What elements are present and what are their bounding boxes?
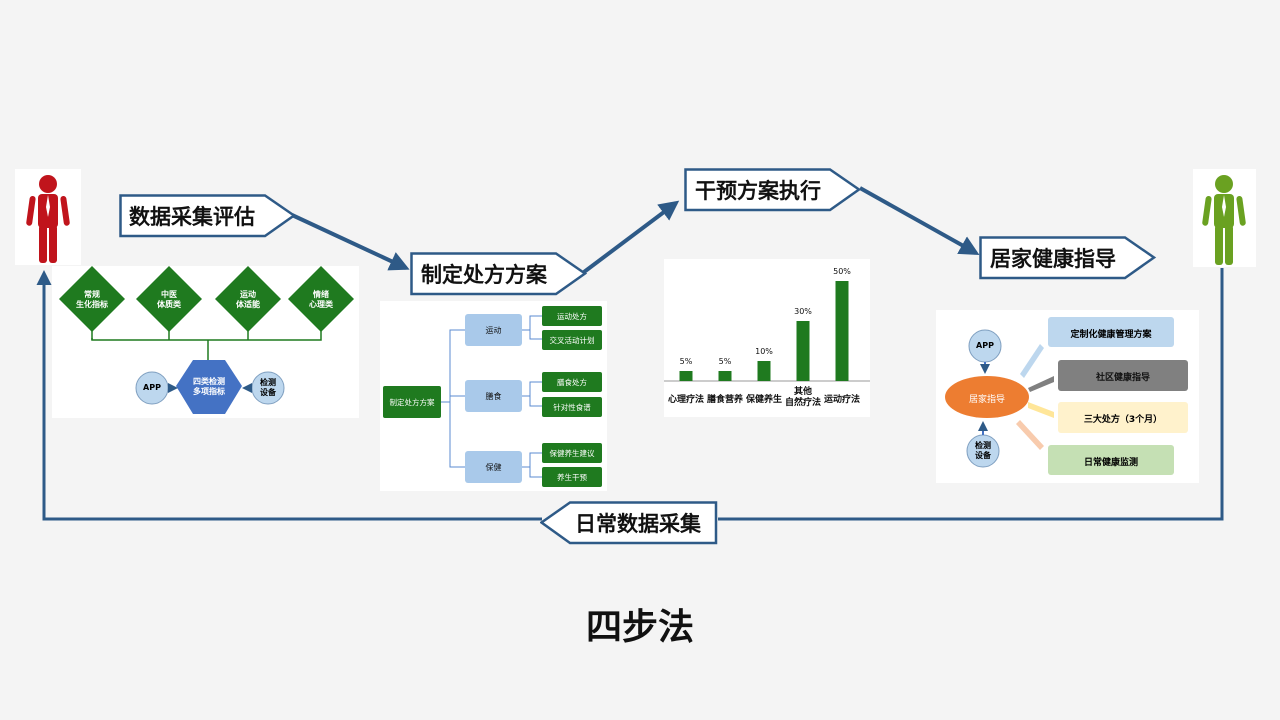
- leaf-item: 膳食处方: [557, 378, 587, 387]
- bar: [796, 321, 810, 381]
- tag-prescribe-shape: [410, 252, 588, 296]
- guide-item: 日常健康监测: [1083, 458, 1138, 468]
- branch-exercise: 运动: [485, 326, 502, 335]
- diamond-psych: 情绪 心理类: [309, 290, 333, 309]
- bar-value-label: 5%: [718, 357, 732, 366]
- tag-collect-shape: [119, 194, 297, 238]
- diamond-tcm: 中医 体质类: [157, 290, 181, 309]
- person-red-icon: [26, 175, 70, 263]
- arrow-daily-loop-right: [718, 268, 1224, 521]
- step-prescribe-label: 制定处方方案: [421, 263, 547, 287]
- category-label: 膳食营养: [706, 395, 743, 405]
- bar-chart: [664, 281, 870, 382]
- diamond-shape: [288, 266, 354, 332]
- bar-value-label: 50%: [833, 267, 851, 276]
- guide-device-label: 检测 设备: [975, 441, 991, 460]
- step-execute-label: 干预方案执行: [695, 179, 821, 203]
- bar: [679, 371, 693, 381]
- bar-value-label: 5%: [679, 357, 693, 366]
- arrow-execute-to-guide: [859, 186, 980, 255]
- device-circle-label: 检测 设备: [260, 378, 276, 397]
- branch-health: 保健: [485, 463, 502, 472]
- diamond-shape: [215, 266, 281, 332]
- panel-collect: 常规 生化指标 中医 体质类 运动 体适能 情绪 心理类 四类检测 多项指标 A…: [52, 266, 359, 418]
- tree-root: 制定处方方案: [389, 398, 435, 407]
- guide-app-label: APP: [976, 341, 994, 350]
- center-indicators: 四类检测 多项指标: [193, 377, 225, 396]
- branch-diet: 膳食: [485, 392, 502, 401]
- panel-prescribe: 制定处方方案 运动 膳食 保健 运动处方 交叉活动计划 膳食处方 针对性食谱 保…: [380, 301, 607, 491]
- diamond-shape: [59, 266, 125, 332]
- diamond-biochem: 常规 生化指标: [76, 290, 108, 309]
- bar-value-label: 30%: [794, 307, 812, 316]
- panel-execute-chart: 5% 心理疗法 5% 膳食营养 10% 保健养生 30% 其他 自然疗法 50% 运动疗法: [664, 259, 870, 417]
- center-hexagon-shape: [176, 360, 242, 414]
- leaf-item: 运动处方: [557, 312, 587, 321]
- diamond-fitness: 运动 体适能: [236, 290, 260, 309]
- category-label: 运动疗法: [823, 395, 860, 405]
- panel-guide: APP 检测 设备 居家指导 定制化健康管理方案 社区健康指导 三大处方（3个月…: [936, 310, 1199, 483]
- leaf-item: 针对性食谱: [553, 403, 591, 412]
- guide-center-label: 居家指导: [968, 395, 1005, 405]
- bar-value-label: 10%: [755, 347, 773, 356]
- tag-guide-shape: [979, 236, 1157, 280]
- arrow-prescribe-to-execute: [582, 200, 680, 274]
- category-label: 其他 自然疗法: [784, 387, 821, 408]
- guide-item: 定制化健康管理方案: [1070, 330, 1152, 340]
- person-end-card: [1193, 169, 1256, 267]
- app-circle-label: APP: [143, 383, 161, 392]
- page-title: 四步法: [585, 607, 694, 648]
- person-start-card: [15, 169, 81, 265]
- leaf-item: 保健养生建议: [549, 449, 595, 458]
- arrow-collect-to-prescribe: [291, 213, 410, 271]
- tag-execute-shape: [684, 168, 862, 212]
- step-collect-label: 数据采集评估: [129, 205, 255, 229]
- guide-item: 三大处方（3个月）: [1083, 415, 1163, 425]
- category-label: 保健养生: [745, 395, 782, 405]
- bar: [835, 281, 849, 381]
- leaf-item: 交叉活动计划: [549, 336, 595, 345]
- bar: [757, 361, 771, 381]
- step-guide-label: 居家健康指导: [990, 247, 1116, 271]
- person-green-icon: [1202, 175, 1246, 265]
- tag-daily-shape: [540, 501, 718, 545]
- guide-item: 社区健康指导: [1095, 373, 1150, 383]
- category-label: 心理疗法: [667, 395, 704, 405]
- diamond-shape: [136, 266, 202, 332]
- leaf-item: 养生干预: [557, 473, 587, 482]
- step-daily-label: 日常数据采集: [575, 512, 701, 536]
- arrow-daily-loop-left: [36, 270, 542, 521]
- bar: [718, 371, 732, 381]
